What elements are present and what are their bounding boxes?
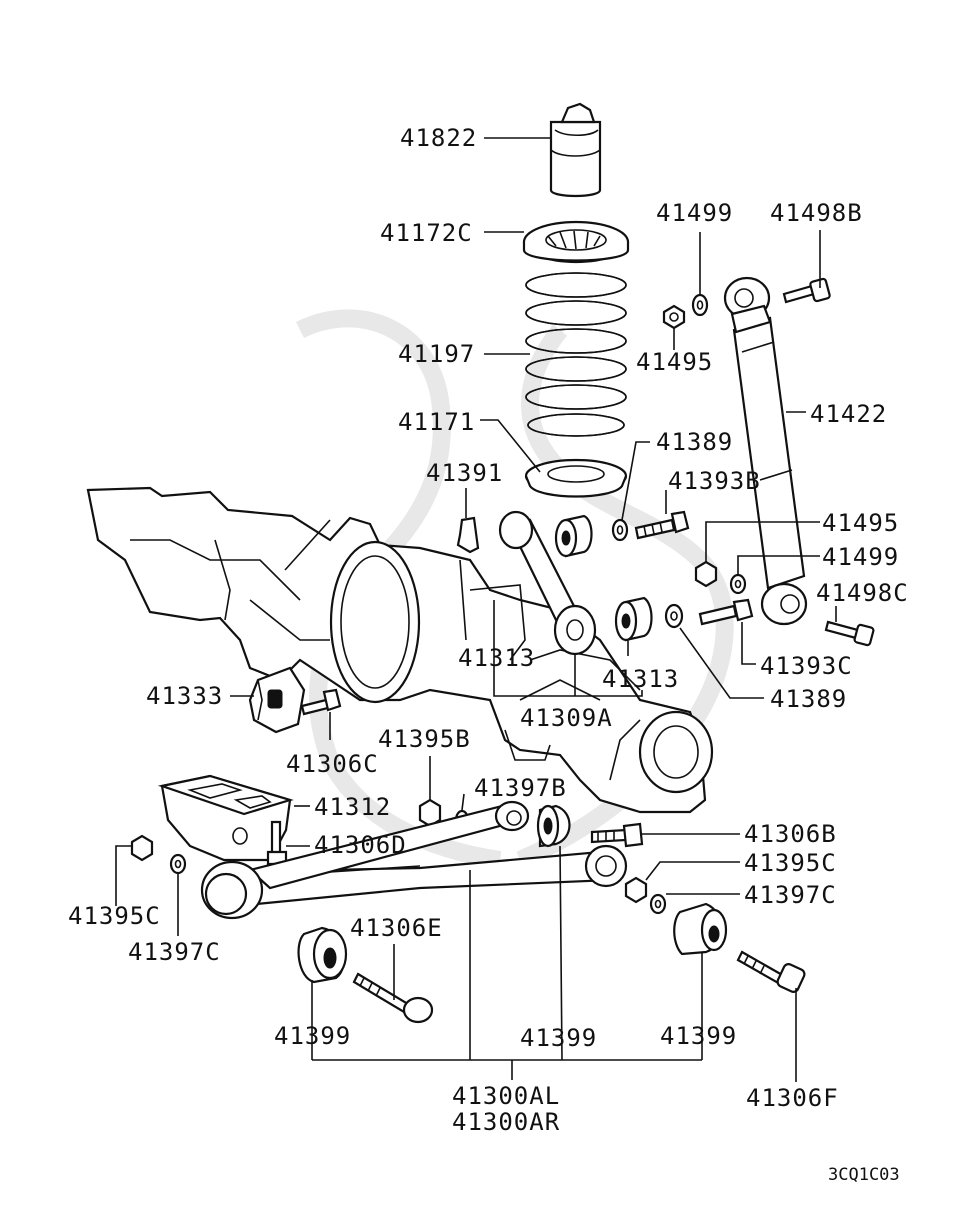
label-nut-lower-b: 41395B [378,725,471,753]
spring-upper-seat [522,220,630,264]
label-bolt-lower-e: 41306E [350,914,443,942]
label-bolt-lower-f: 41306F [746,1084,839,1112]
mount-bracket [157,774,294,862]
upper-bushings [554,514,653,642]
label-bump-stopper: 41822 [400,124,477,152]
coil-spring [525,272,627,437]
lower-arm [200,800,628,920]
bolt-41306c [300,688,342,716]
label-bushing-upper-left: 41313 [458,644,535,672]
label-nut-lower-c-right: 41395C [744,849,837,877]
upper-arm [498,510,597,656]
bolt-41306e [352,972,434,1024]
label-bolt-top: 41498B [770,199,863,227]
label-mount-bracket: 41312 [314,793,391,821]
label-bushing-upper-right: 41313 [602,665,679,693]
label-bushing-lower-right: 41399 [660,1022,737,1050]
label-washer-mid-b: 41499 [822,543,899,571]
spring-lower-seat [524,458,628,498]
label-bolt-mid-b: 41393B [668,467,761,495]
label-bracket: 41333 [146,682,223,710]
label-coil-spring: 41197 [398,340,475,368]
lower-bushings [297,804,728,984]
label-bolt-lower-b: 41306B [744,820,837,848]
label-bolt-bracket: 41306C [286,750,379,778]
label-lower-arm-left: 41300AL [452,1082,560,1110]
bolt-41306f [736,950,806,993]
label-nut-mid: 41495 [822,509,899,537]
label-washer-mid-a: 41389 [656,428,733,456]
label-nut-top: 41495 [636,348,713,376]
part-labels: 41822 41172C 41499 41498B 41197 41495 41… [68,124,909,1185]
axle-housing [86,486,714,814]
label-bolt-lower-d: 41306D [314,831,407,859]
label-bolt-mid-c: 41498C [816,579,909,607]
bracket-41333 [248,666,306,734]
label-lower-arm-right: 41300AR [452,1108,560,1136]
label-bushing-lower-left: 41399 [274,1022,351,1050]
leader-lines [115,137,837,1082]
bump-stopper [549,102,602,198]
label-washer-lower-c-right: 41397C [744,881,837,909]
label-washer-lower-c-left: 41397C [128,938,221,966]
hardware-upper [456,277,875,647]
label-bushing-lower-mid: 41399 [520,1024,597,1052]
label-clip: 41391 [426,459,503,487]
label-nut-lower-c-left: 41395C [68,902,161,930]
label-washer-top: 41499 [656,199,733,227]
diagram-code: 3CQ1C03 [828,1165,900,1185]
label-bolt-mid-c2: 41393C [760,652,853,680]
label-spring-upper-seat: 41172C [380,219,473,247]
label-washer-mid-c: 41389 [770,685,847,713]
label-washer-lower-b: 41397B [474,774,567,802]
label-upper-arm: 41309A [520,704,613,732]
shock-absorber [723,276,808,626]
label-spring-lower-seat: 41171 [398,408,475,436]
label-shock-absorber: 41422 [810,400,887,428]
